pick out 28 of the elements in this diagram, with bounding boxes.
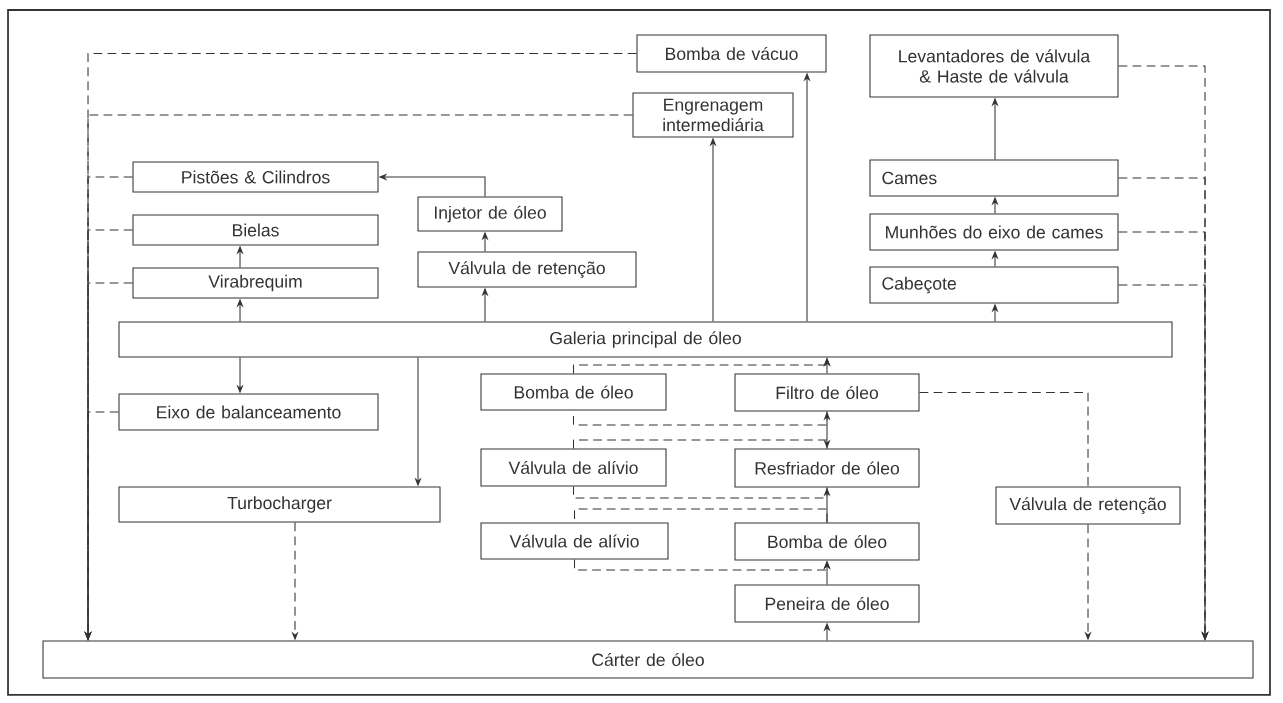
- dashed-line: [573, 486, 828, 499]
- gallery-bar: Galeria principal de óleo: [118, 321, 1173, 358]
- oil-component-box: Injetor de óleo: [417, 196, 563, 232]
- oil-component-box: Engrenagem intermediária: [632, 92, 794, 138]
- oil-component-box: Bielas: [132, 214, 379, 246]
- oil-component-box: Cabeçote: [869, 266, 1119, 304]
- oil-component-box: Cames: [869, 159, 1119, 197]
- oil-component-box: Bomba de vácuo: [636, 34, 827, 73]
- sump-bar: Cárter de óleo: [42, 640, 1254, 679]
- oil-component-box: Bomba de óleo: [734, 522, 920, 561]
- dashed-line: [573, 410, 828, 426]
- oil-component-box: Válvula de alívio: [480, 522, 669, 560]
- oil-component-box: Pistões & Cilindros: [132, 161, 379, 193]
- oil-component-box: Válvula de retenção: [417, 251, 637, 288]
- dashed-line: [919, 391, 1089, 487]
- oil-component-box: Eixo de balanceamento: [118, 393, 379, 431]
- oil-component-box: Bomba de óleo: [480, 373, 667, 411]
- oil-component-box: Munhões do eixo de cames: [869, 213, 1119, 251]
- dashed-arrow: [573, 439, 831, 449]
- oil-component-box: Filtro de óleo: [734, 373, 920, 412]
- oil-component-box: Turbocharger: [118, 486, 441, 523]
- oil-component-box: Levantadores de válvula & Haste de válvula: [869, 34, 1119, 98]
- dashed-line: [574, 508, 828, 523]
- oil-component-box: Resfriador de óleo: [734, 448, 920, 488]
- oil-component-box: Peneira de óleo: [734, 584, 920, 623]
- oil-component-box: Válvula de retenção: [995, 486, 1181, 525]
- oil-component-box: Virabrequim: [132, 267, 379, 299]
- oil-component-box: Válvula de alívio: [480, 448, 667, 487]
